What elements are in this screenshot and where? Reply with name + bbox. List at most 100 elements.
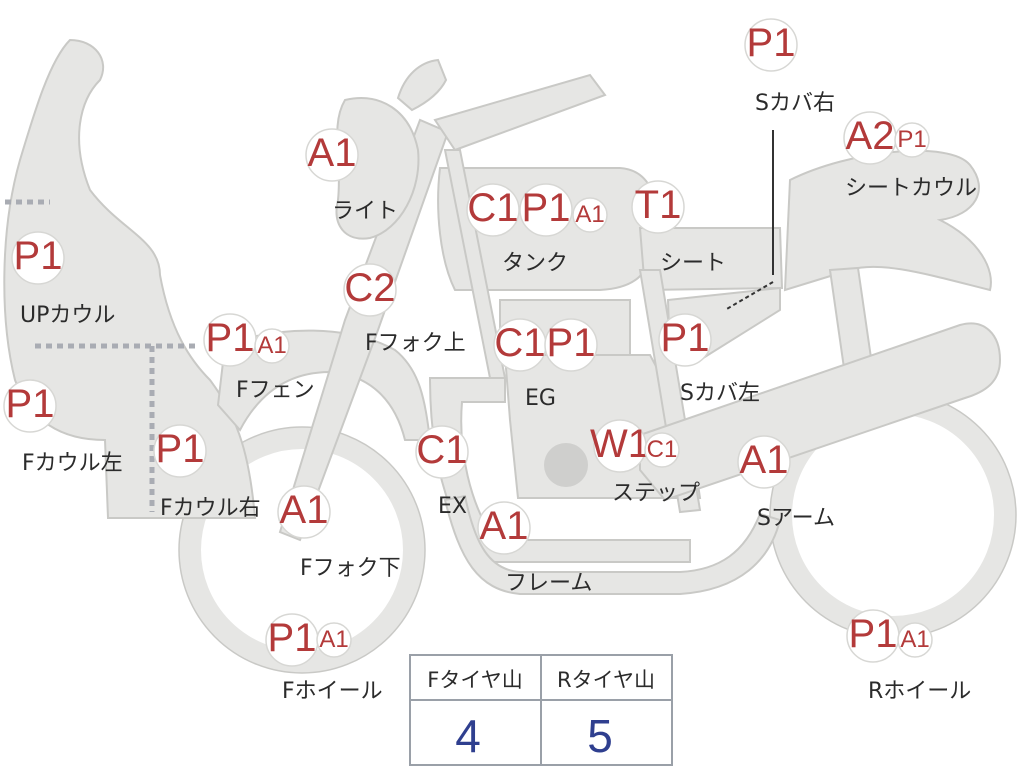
condition-badge [477,501,531,555]
part-label: Fカウル左 [22,451,123,476]
condition-code: P1 [522,186,571,230]
condition-badge [658,313,712,367]
condition-badge [894,122,930,158]
condition-code: P1 [747,21,796,65]
handlebar-shape [396,58,448,112]
condition-badge [572,197,608,233]
part-label: UPカウル [20,303,115,328]
s-cover-right-leader-dash [724,281,774,311]
seat-cowl-shape [783,149,992,292]
fork-shape [278,118,450,542]
condition-code: C2 [344,266,395,310]
condition-code: A1 [319,626,348,653]
condition-badge [153,424,207,478]
condition-badge [744,18,798,72]
frame-rail-shape [443,149,507,379]
condition-badge [343,263,397,317]
condition-badge [3,379,57,433]
condition-code: A1 [308,131,357,175]
condition-code: P1 [156,427,205,471]
part-label: Sカバ左 [680,381,760,406]
condition-badge [897,622,933,658]
part-label: Fカウル右 [160,496,261,521]
part-label: EG [525,386,556,411]
condition-code: P1 [6,382,55,426]
condition-code: A1 [480,504,529,548]
part-seat: T1 シート [631,180,726,276]
part-label: Fフォク下 [300,556,401,581]
condition-code: A1 [575,201,604,228]
condition-code: W1 [590,422,650,466]
condition-code: P1 [849,612,898,656]
rear-tire-value: 5 [587,710,613,762]
condition-code: A2 [846,114,895,158]
engine-cover-circle [544,443,588,487]
tire-tread-table: Fタイヤ山 Rタイヤ山 4 5 [409,654,673,766]
part-label: Fフォク上 [365,331,466,356]
part-light: A1 ライト [305,128,398,224]
condition-badge [316,622,352,658]
lower-frame-shape [443,494,782,595]
condition-code: A1 [900,626,929,653]
condition-badge [277,485,331,539]
condition-badge [11,231,65,285]
condition-code: C1 [647,436,678,463]
part-label: ステップ [612,481,700,506]
condition-badge [519,183,573,237]
condition-badge [254,328,290,364]
condition-code: P1 [547,321,596,365]
condition-code: T1 [635,183,682,227]
condition-badge [305,128,359,182]
part-label: EX [438,494,467,519]
condition-code: C1 [416,428,467,472]
swing-arm-shape [639,322,1002,502]
part-label: Sカバ右 [755,91,835,116]
front-tire-value: 4 [455,710,481,762]
part-label: フレーム [505,571,592,596]
condition-code: P1 [206,316,255,360]
condition-badge [737,435,791,489]
part-label: Fホイール [282,679,383,704]
upper-frame-shape [433,73,607,152]
condition-code: P1 [661,316,710,360]
condition-code: C1 [467,186,518,230]
condition-code: A1 [280,488,329,532]
front-wheel-edge [178,426,426,674]
condition-code: A1 [740,438,789,482]
part-label: Rホイール [868,679,971,704]
part-label: シート [660,251,726,276]
condition-badge [466,183,520,237]
condition-code: A1 [257,332,286,359]
condition-code: P1 [268,616,317,660]
condition-badge [544,318,598,372]
condition-code: P1 [14,234,63,278]
condition-badge [631,180,685,234]
condition-badge [415,425,469,479]
rear-tire-header: Rタイヤ山 [557,668,655,692]
part-label: Sアーム [757,506,835,531]
condition-code: P1 [897,126,926,153]
front-tire-header: Fタイヤ山 [427,668,522,692]
part-label: ライト [332,199,398,224]
condition-code: C1 [494,321,545,365]
part-frame: A1 フレーム [477,501,592,596]
